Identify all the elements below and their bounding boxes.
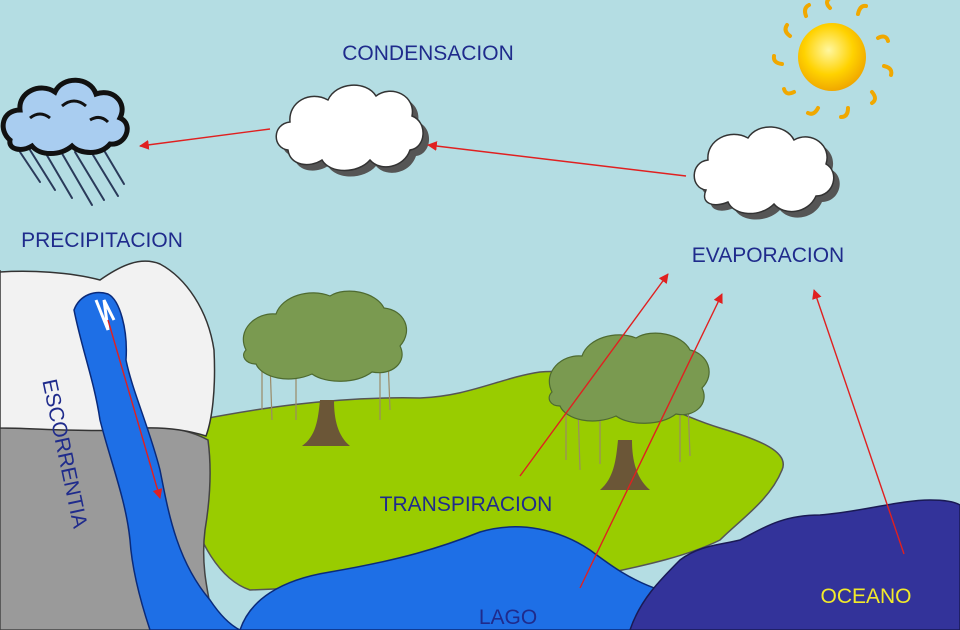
tree-icon (548, 332, 710, 490)
label-evaporation: EVAPORACION (692, 244, 844, 267)
arrow-ocean-evaporation (812, 289, 905, 555)
label-ocean: OCEANO (820, 585, 911, 608)
sun-icon (771, 0, 894, 119)
label-lake: LAGO (479, 606, 537, 629)
waterfall-foam (94, 299, 116, 331)
river-runoff (73, 291, 241, 630)
arrow-evaporation-to-condensation (427, 141, 687, 177)
rain-cloud-icon (0, 77, 130, 206)
tree-icon (242, 290, 407, 446)
label-condensation: CONDENSACION (342, 42, 514, 65)
arrow-transpiration (519, 273, 669, 477)
condensation-cloud-icon (275, 84, 430, 177)
arrow-runoff (107, 319, 163, 499)
label-transpiration: TRANSPIRACION (380, 493, 553, 516)
grass-land (188, 370, 785, 591)
label-precipitation: PRECIPITACION (21, 229, 183, 252)
arrow-lake-evaporation (579, 293, 723, 589)
cycle-arrows (107, 128, 905, 589)
evaporation-cloud-icon (693, 126, 840, 220)
arrow-condensation-to-precipitation (139, 128, 271, 150)
ocean (629, 499, 960, 630)
